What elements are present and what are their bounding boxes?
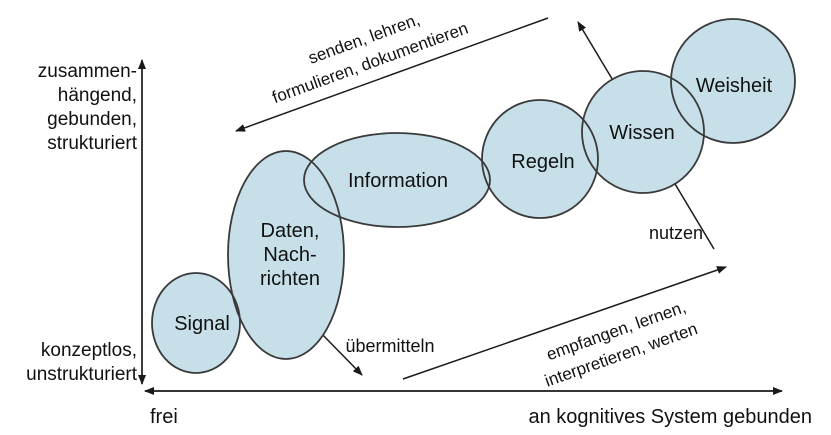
node-wissen-outline — [581, 70, 705, 194]
node-fills — [152, 19, 795, 373]
y-axis-bottom-label-line2: unstrukturiert — [26, 364, 138, 385]
node-regeln-outline — [481, 99, 599, 219]
node-regeln — [482, 100, 598, 218]
node-information — [304, 133, 490, 227]
x-axis-left-label: frei — [150, 406, 178, 428]
node-signal-label: Signal — [174, 313, 230, 335]
nutzen-label: nutzen — [649, 223, 703, 243]
node-information-outline — [303, 132, 491, 228]
node-wissen — [582, 71, 704, 193]
receive-arrow — [402, 266, 727, 380]
y-axis-top-label-line2: hängend, — [58, 85, 137, 106]
uebermitteln-label: übermitteln — [345, 336, 434, 356]
node-weisheit-label: Weisheit — [696, 75, 773, 97]
node-signal — [152, 273, 240, 373]
y-axis-bottom-label-line1: konzeptlos, — [41, 340, 137, 361]
node-daten-label-line2: Nach- — [263, 244, 316, 266]
node-weisheit-outline — [670, 18, 796, 144]
node-wissen-label: Wissen — [609, 122, 675, 144]
y-axis-bottom-label: konzeptlos, unstrukturiert — [26, 340, 138, 385]
y-axis-top-label-line4: strukturiert — [47, 133, 137, 154]
send-arrow — [235, 17, 549, 132]
node-signal-outline — [151, 272, 241, 374]
node-daten-outline — [227, 150, 345, 360]
node-outlines — [151, 18, 796, 374]
node-daten-label-line3: richten — [260, 268, 320, 290]
node-regeln-label: Regeln — [511, 151, 574, 173]
node-information-label: Information — [348, 170, 448, 192]
y-axis-top-label-line3: gebunden, — [47, 109, 137, 130]
y-axis-top-label-line1: zusammen- — [38, 61, 137, 82]
node-weisheit — [671, 19, 795, 143]
node-daten-label-line1: Daten, — [261, 220, 320, 242]
y-axis-top-label: zusammen- hängend, gebunden, strukturier… — [38, 61, 138, 154]
x-axis-right-label: an kognitives System gebunden — [528, 406, 812, 428]
uebermitteln-arrow — [317, 329, 363, 376]
